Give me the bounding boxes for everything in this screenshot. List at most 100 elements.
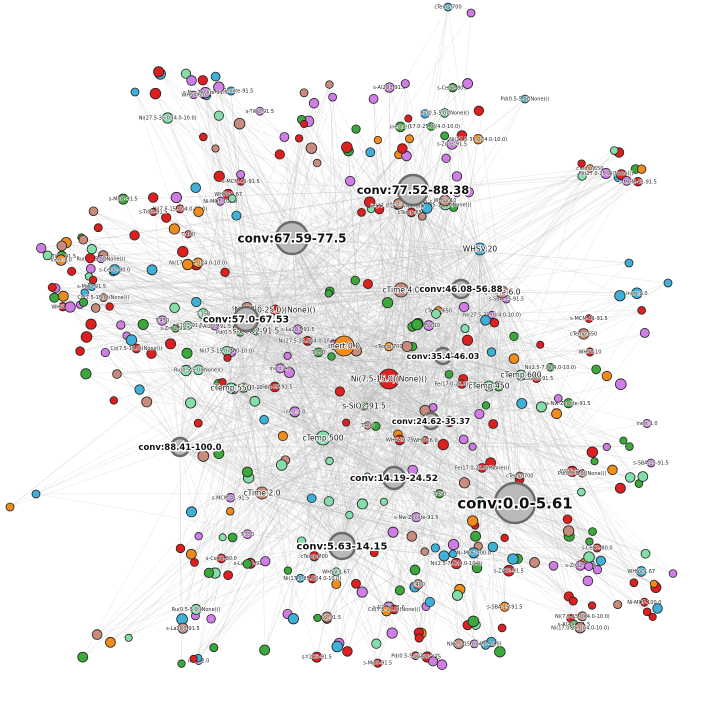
node-circle bbox=[311, 651, 323, 663]
node-circle bbox=[77, 651, 89, 663]
node-circle bbox=[421, 436, 430, 445]
graph-node: Fe(17.0-25.0)(None)() bbox=[434, 379, 490, 389]
node-circle bbox=[125, 334, 138, 346]
graph-node: WHSV:1.67 bbox=[627, 566, 656, 577]
graph-node: s-La2O3-91.5 bbox=[519, 373, 554, 383]
mid-node-label: cTemp:600 bbox=[501, 371, 542, 380]
node-label: Ni-MOF-100.0 bbox=[203, 199, 237, 205]
node-circle bbox=[191, 296, 202, 308]
graph-edge bbox=[182, 318, 247, 629]
mid-node-circle bbox=[515, 369, 527, 381]
graph-edge bbox=[203, 455, 343, 547]
graph-edge bbox=[501, 173, 607, 293]
hub-label: conv:67.59-77.5 bbox=[237, 231, 346, 245]
node-label: s-CeO2-80.0 bbox=[206, 556, 237, 562]
graph-node bbox=[592, 565, 603, 575]
node-circle bbox=[583, 551, 595, 563]
graph-edge bbox=[83, 291, 503, 303]
graph-node bbox=[615, 378, 627, 390]
node-circle bbox=[562, 525, 575, 537]
graph-node bbox=[210, 71, 221, 82]
node-label: Ni(2.5-7.5)(4.0-10.0) bbox=[525, 365, 577, 371]
node-circle bbox=[577, 159, 586, 168]
graph-node: T:350 bbox=[310, 347, 326, 358]
graph-edge bbox=[103, 255, 503, 293]
node-circle bbox=[489, 318, 500, 328]
graph-edge bbox=[442, 150, 615, 357]
node-circle bbox=[621, 175, 632, 186]
mid-node-label: cTemp:500 bbox=[303, 434, 344, 443]
node-circle bbox=[401, 341, 413, 352]
graph-node bbox=[67, 266, 77, 276]
node-circle bbox=[481, 401, 491, 410]
graph-node bbox=[468, 442, 477, 451]
graph-edge bbox=[291, 237, 444, 357]
node-circle bbox=[373, 658, 383, 668]
graph-edge bbox=[291, 237, 613, 471]
graph-node bbox=[325, 80, 334, 89]
graph-edge bbox=[414, 502, 516, 588]
graph-node bbox=[228, 194, 237, 203]
graph-edge bbox=[412, 189, 593, 606]
node-circle bbox=[592, 565, 603, 575]
graph-edge bbox=[255, 6, 449, 332]
graph-edge bbox=[198, 211, 522, 376]
graph-node: s-SBA-15-91.5 bbox=[633, 458, 669, 468]
graph-node bbox=[487, 541, 499, 553]
mid-node-circle bbox=[378, 368, 400, 390]
graph-node: s-CeO2-80.0 bbox=[581, 543, 613, 553]
node-label: WHSV:6.0 bbox=[181, 93, 206, 99]
graph-edge bbox=[322, 437, 440, 494]
mid-node: cTemp:450 bbox=[468, 380, 510, 392]
graph-edge bbox=[218, 87, 257, 332]
node-circle bbox=[637, 306, 646, 315]
graph-node bbox=[283, 351, 292, 360]
node-label: s-La2O3-91.5 bbox=[520, 376, 554, 382]
graph-node bbox=[105, 302, 114, 311]
graph-edge bbox=[488, 385, 593, 453]
graph-node bbox=[148, 192, 159, 203]
hub-label: conv:0.0-5.61 bbox=[457, 494, 572, 512]
graph-node bbox=[49, 292, 60, 303]
node-circle bbox=[624, 258, 634, 268]
graph-edge bbox=[110, 355, 444, 643]
graph-edge bbox=[261, 345, 345, 494]
graph-edge bbox=[84, 292, 324, 439]
node-circle bbox=[636, 164, 647, 174]
graph-edge bbox=[322, 437, 427, 607]
node-circle bbox=[249, 395, 261, 407]
graph-node: T:350 bbox=[239, 529, 255, 540]
graph-edge bbox=[453, 207, 481, 250]
graph-edge bbox=[274, 309, 516, 504]
graph-edge bbox=[153, 211, 444, 357]
graph-node bbox=[227, 532, 238, 543]
graph-edge bbox=[90, 268, 263, 494]
graph-node bbox=[116, 320, 126, 330]
graph-edge bbox=[520, 282, 669, 376]
graph-edge bbox=[126, 335, 263, 494]
graph-edge bbox=[393, 288, 462, 479]
node-circle bbox=[146, 348, 157, 359]
node-label: T:400 bbox=[360, 423, 375, 429]
node-circle bbox=[242, 529, 253, 540]
node-circle bbox=[470, 530, 481, 542]
node-label: inert:2.0 bbox=[270, 366, 291, 372]
node-circle bbox=[386, 627, 398, 639]
graph-edge bbox=[97, 502, 516, 635]
graph-edge bbox=[442, 169, 642, 357]
node-circle bbox=[146, 264, 158, 276]
node-circle bbox=[124, 633, 133, 642]
graph-edge bbox=[151, 269, 432, 422]
graph-edge bbox=[274, 189, 414, 311]
node-circle bbox=[648, 612, 657, 621]
graph-node bbox=[78, 297, 89, 307]
graph-node bbox=[447, 538, 460, 551]
node-label: cTemp:700 bbox=[375, 344, 402, 350]
hub-label: conv:57.0-67.53 bbox=[203, 314, 289, 325]
graph-node bbox=[411, 318, 423, 331]
node-circle bbox=[302, 335, 313, 346]
graph-edge bbox=[179, 370, 187, 448]
graph-node bbox=[125, 334, 138, 346]
graph-node bbox=[420, 547, 429, 556]
graph-edge bbox=[85, 373, 263, 494]
